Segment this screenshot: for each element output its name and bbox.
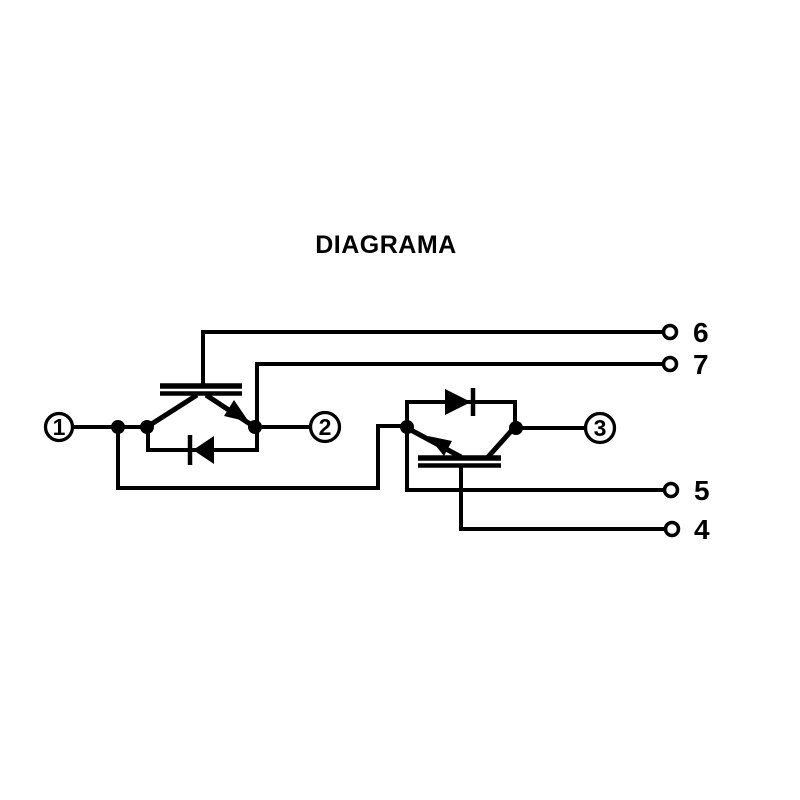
terminal-4: 4 bbox=[663, 514, 710, 545]
wire-gate-terminal4 bbox=[459, 465, 665, 531]
igbt-right-emitter-arrow-icon bbox=[428, 436, 452, 456]
pin-1: 1 bbox=[43, 411, 75, 443]
junction-dot bbox=[248, 420, 262, 434]
pin-3-label: 3 bbox=[594, 415, 607, 441]
pin-1-label: 1 bbox=[53, 414, 66, 440]
diode-right-icon bbox=[445, 388, 476, 416]
wire-bottom-route-terminal5 bbox=[116, 424, 664, 492]
terminal-7-label: 7 bbox=[693, 349, 709, 380]
junction-dot bbox=[140, 420, 154, 434]
terminal-5: 5 bbox=[662, 475, 710, 506]
pin-3-circle-icon bbox=[583, 411, 617, 445]
pin-3: 3 bbox=[583, 411, 617, 445]
terminal-6: 6 bbox=[661, 317, 709, 348]
wire-gate-terminal6 bbox=[201, 330, 663, 386]
pin-2: 2 bbox=[308, 410, 342, 444]
wire-node-terminal7 bbox=[255, 362, 663, 427]
terminal-5-dot-icon bbox=[662, 481, 680, 499]
igbt-left-collector-diagonal bbox=[148, 392, 199, 428]
terminal-5-label: 5 bbox=[694, 475, 710, 506]
igbt-right-collector-diagonal bbox=[486, 427, 515, 459]
diode-right-triangle bbox=[445, 389, 471, 415]
pin-2-circle-icon bbox=[308, 410, 342, 444]
diode-left-icon bbox=[187, 435, 214, 465]
junction-dot bbox=[509, 421, 523, 435]
terminal-6-dot-icon bbox=[661, 323, 679, 341]
terminal-6-label: 6 bbox=[693, 317, 709, 348]
diode-left-triangle bbox=[193, 436, 214, 464]
terminal-7: 7 bbox=[661, 349, 709, 380]
igbt-left-icon bbox=[148, 383, 252, 428]
junction-dot bbox=[111, 420, 125, 434]
pin-1-circle-icon bbox=[43, 411, 75, 443]
igbt-left-emitter-arrow-icon bbox=[224, 400, 249, 422]
terminal-4-label: 4 bbox=[694, 514, 710, 545]
junction-dots bbox=[111, 420, 523, 435]
pin-2-label: 2 bbox=[319, 414, 332, 440]
terminal-4-dot-icon bbox=[663, 520, 681, 538]
terminal-7-dot-icon bbox=[661, 355, 679, 373]
diagram-title: DIAGRAMA bbox=[315, 231, 457, 259]
junction-dot bbox=[400, 420, 414, 434]
igbt-right-icon bbox=[407, 426, 515, 468]
wires bbox=[72, 330, 665, 531]
